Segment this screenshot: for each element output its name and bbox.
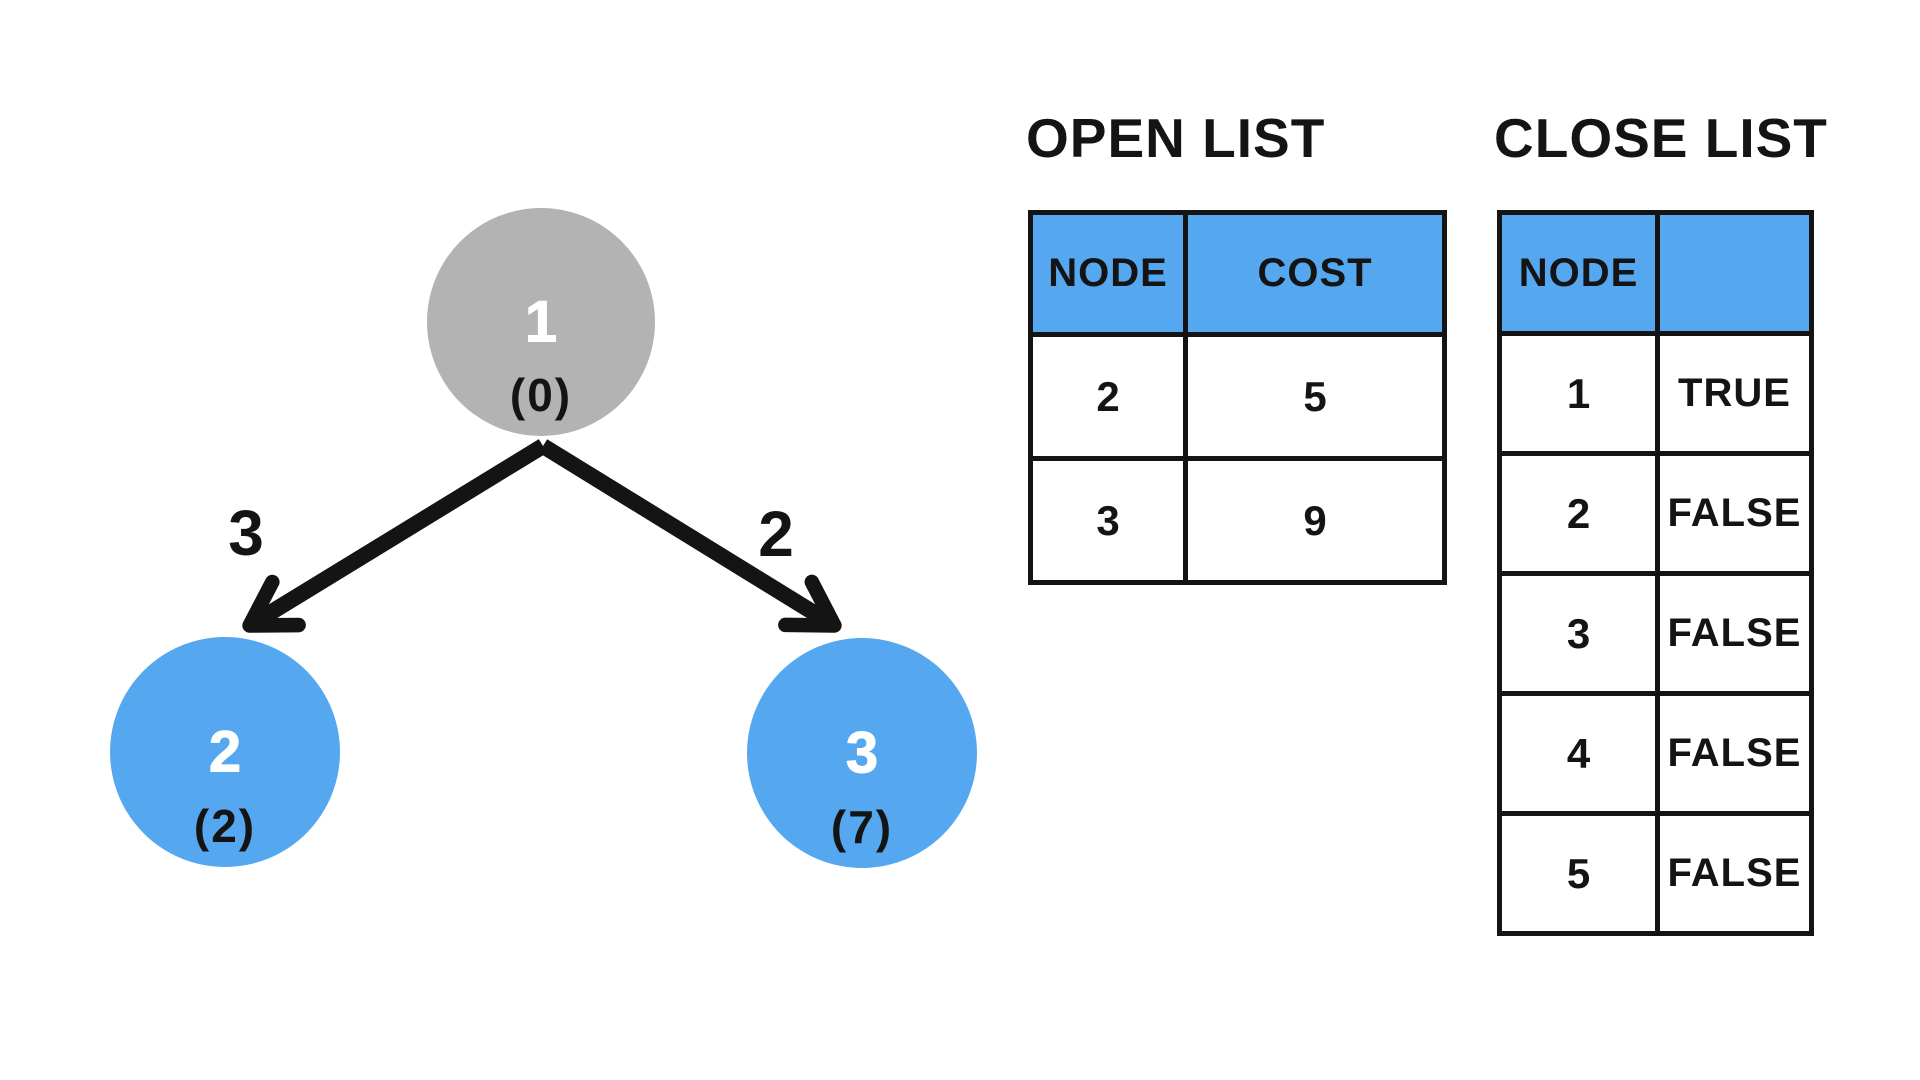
- open-list-header-node: NODE: [1028, 210, 1188, 337]
- close-list-node-cell: 2: [1497, 451, 1660, 576]
- close-list-title: CLOSE LIST: [1494, 107, 1828, 169]
- close-list-header-blank: [1655, 210, 1814, 336]
- open-list-node-cell: 2: [1028, 332, 1188, 461]
- node-2-label: 2: [208, 719, 242, 785]
- close-list-node-cell: 1: [1497, 331, 1660, 456]
- open-list-header-cost: COST: [1183, 210, 1447, 337]
- close-list-header-node: NODE: [1497, 210, 1660, 336]
- edge-1-3-line: [538, 439, 842, 633]
- open-list-title: OPEN LIST: [1026, 107, 1326, 169]
- table-row: 2 5: [1028, 332, 1447, 461]
- table-row: 4 FALSE: [1497, 691, 1814, 816]
- close-list-header-row: NODE: [1497, 210, 1814, 336]
- graph-node-1: 1 (0): [427, 208, 655, 436]
- close-list-node-cell: 3: [1497, 571, 1660, 696]
- node-2-cost: (2): [193, 799, 257, 852]
- node-1-label: 1: [524, 289, 558, 355]
- node-1-cost: (0): [509, 368, 573, 421]
- node-3-label: 3: [845, 720, 879, 786]
- table-row: 2 FALSE: [1497, 451, 1814, 576]
- table-row: 5 FALSE: [1497, 811, 1814, 936]
- close-list-node-cell: 5: [1497, 811, 1660, 936]
- close-list-table: NODE 1 TRUE 2 FALSE 3 FALSE 4 FALSE 5: [1497, 210, 1814, 936]
- table-row: 3 9: [1028, 456, 1447, 585]
- open-list-cost-cell: 9: [1183, 456, 1447, 585]
- edge-1-3-weight-label: 2: [758, 498, 794, 570]
- edge-1-2-line: [242, 439, 548, 633]
- close-list-flag-cell: FALSE: [1655, 691, 1814, 816]
- close-list-flag-cell: FALSE: [1655, 451, 1814, 576]
- open-list-table: NODE COST 2 5 3 9: [1028, 210, 1447, 585]
- close-list-flag-cell: FALSE: [1655, 811, 1814, 936]
- table-row: 3 FALSE: [1497, 571, 1814, 696]
- close-list-flag-cell: TRUE: [1655, 331, 1814, 456]
- graph-node-2: 2 (2): [110, 637, 340, 867]
- table-row: 1 TRUE: [1497, 331, 1814, 456]
- open-list-header-row: NODE COST: [1028, 210, 1447, 337]
- close-list-node-cell: 4: [1497, 691, 1660, 816]
- close-list-flag-cell: FALSE: [1655, 571, 1814, 696]
- node-3-cost: (7): [830, 800, 894, 853]
- graph-node-3: 3 (7): [747, 638, 977, 868]
- open-list-cost-cell: 5: [1183, 332, 1447, 461]
- open-list-node-cell: 3: [1028, 456, 1188, 585]
- edge-1-2-weight-label: 3: [228, 497, 264, 569]
